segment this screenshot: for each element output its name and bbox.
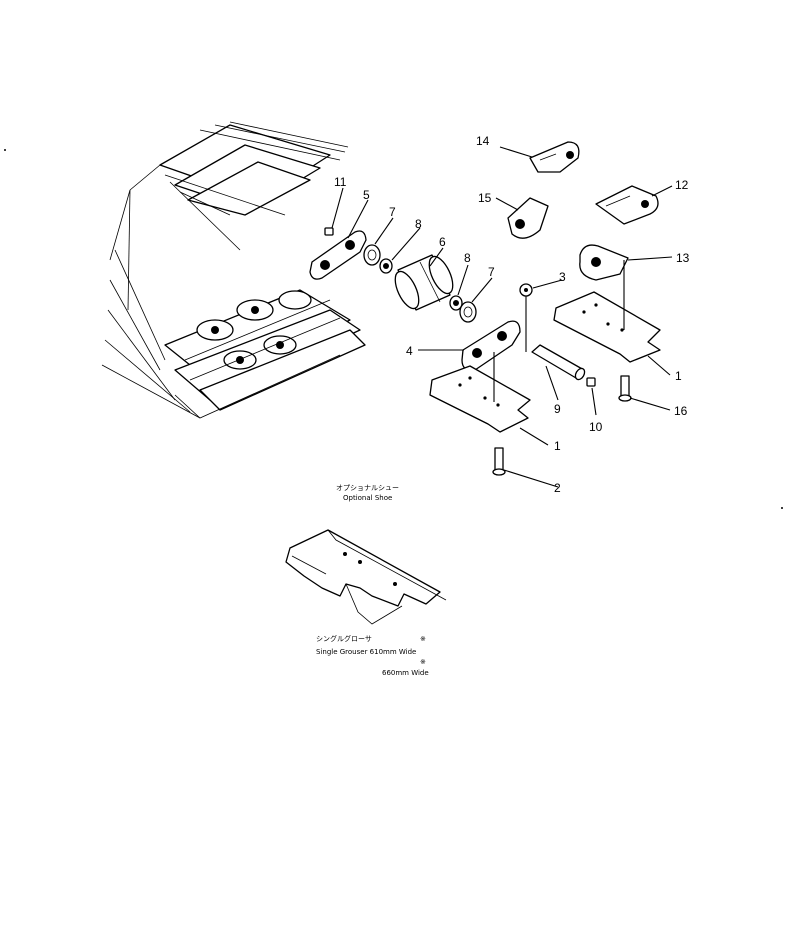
callout-7: 7 [488,265,495,279]
spec-mark-1: ※ [420,635,426,643]
callout-16: 16 [674,404,688,418]
callout-7: 7 [389,205,396,219]
part-12-link [595,185,659,225]
callout-9: 9 [554,402,561,416]
single-grouser-caption-jp: シングルグローサ [316,634,372,643]
callout-14: 14 [476,134,490,148]
part-9-pin [531,344,586,381]
part-6-bushing [394,254,454,311]
callout-1: 1 [554,439,561,453]
callout-2: 2 [554,481,561,495]
scan-speck [4,149,6,151]
part-5-link [309,230,367,280]
part-7-seal [459,301,477,323]
optional-shoe-caption-jp: オプショナルシュー [336,484,399,492]
part-1-shoe [429,365,531,433]
callout-13: 13 [676,251,690,265]
single-grouser-610-caption: Single Grouser 610mm Wide [316,648,416,656]
callout-15: 15 [478,191,492,205]
callout-labels: 14 15 12 13 11 5 7 8 6 8 7 3 4 1 9 16 10… [334,134,690,495]
part-4-link [461,320,521,371]
optional-shoe-illustration [285,529,447,625]
part-15-link [507,197,549,239]
leader-lines [331,146,673,488]
part-13-link [579,244,629,281]
part-16-bolt [618,375,632,402]
part-11-bushing [324,227,334,236]
part-8-ring [449,295,463,311]
single-grouser-660-caption: 660mm Wide [382,669,429,677]
part-8-ring [379,258,393,274]
part-3-nut [519,283,533,297]
spec-mark-2: ※ [420,658,426,666]
callout-8: 8 [415,217,422,231]
callout-1: 1 [675,369,682,383]
scan-speck [781,507,783,509]
part-7-seal [363,244,381,266]
part-10-spacer [586,377,596,387]
track-assembly-illustration [101,121,366,419]
callout-5: 5 [363,188,370,202]
callout-3: 3 [559,270,566,284]
callout-8: 8 [464,251,471,265]
optional-shoe-caption: Optional Shoe [343,494,392,502]
callout-12: 12 [675,178,689,192]
callout-10: 10 [589,420,603,434]
callout-6: 6 [439,235,446,249]
callout-11: 11 [334,175,347,189]
part-2-bolt [492,447,506,476]
captions: オプショナルシュー Optional Shoe シングルグローサ ※ Singl… [316,484,429,677]
part-1-shoe [553,291,661,363]
callout-4: 4 [406,344,413,358]
part-14-link [529,141,580,173]
